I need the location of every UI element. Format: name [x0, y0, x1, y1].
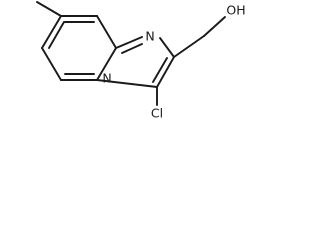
- bond-c5-c6: [41, 47, 62, 81]
- bond-methyl: [36, 1, 62, 17]
- atom-n-imidazole: N: [145, 29, 154, 44]
- bond-c2-c3-inner: [152, 57, 168, 83]
- bond-c6-c7-inner: [48, 21, 65, 49]
- bond-c3-n4: [96, 79, 158, 88]
- atom-n-bridgehead: N: [102, 71, 111, 86]
- bond-c2-ch2: [173, 35, 205, 58]
- atom-hydroxyl: OH: [226, 3, 245, 18]
- bond-c8a-n1: [115, 36, 143, 49]
- atom-chlorine: Cl: [151, 106, 163, 121]
- bond-n1-c2: [159, 37, 175, 58]
- chemical-structure: N N OH Cl: [36, 1, 246, 121]
- bond-c2-c3: [156, 56, 175, 88]
- bond-c6-c7: [41, 15, 62, 49]
- bond-c8-c8a: [96, 15, 117, 49]
- bond-c8a-n4: [96, 47, 117, 81]
- bond-ch2-oh: [203, 16, 226, 37]
- bond-c8a-n1-inner: [121, 43, 143, 54]
